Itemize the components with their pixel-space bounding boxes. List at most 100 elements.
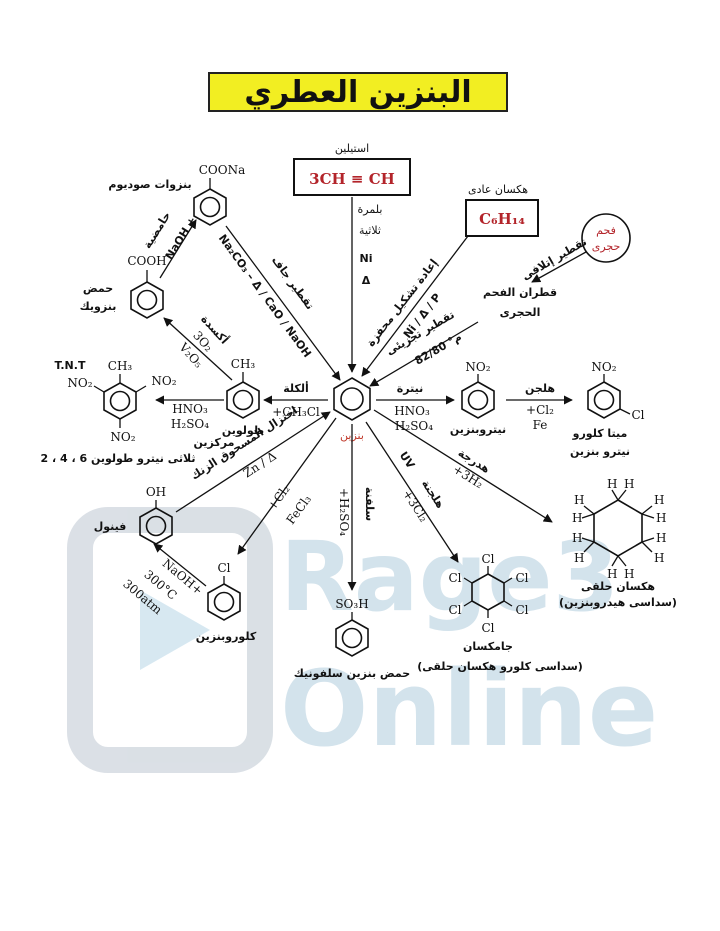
arrow-phenol bbox=[153, 543, 207, 587]
arrow-neutralization bbox=[159, 219, 197, 279]
cond-chlor-1: +Cl₂ bbox=[265, 482, 293, 513]
sodium-benzoate-group: COONa bbox=[199, 163, 246, 177]
chlorobenzene-group: Cl bbox=[217, 561, 230, 575]
sodium-benzoate-label: بنزوات صوديوم bbox=[108, 178, 191, 191]
nitrobenzene-group: NO₂ bbox=[465, 360, 490, 374]
coal-label-2: حجرى bbox=[592, 240, 621, 253]
chlorobenzene-node: Cl كلوروبنزين bbox=[196, 561, 257, 643]
arrow-coal-tar bbox=[369, 321, 479, 387]
cond-trimer-1: بلمرة bbox=[358, 203, 383, 216]
gammexane-cl: Cl bbox=[515, 571, 528, 585]
cyclohexane-h: H bbox=[656, 531, 666, 545]
cyclohexane-h: H bbox=[607, 477, 617, 491]
arrow-hexane bbox=[361, 235, 469, 377]
benzoic-acid-label-1: حمض bbox=[83, 282, 113, 295]
phenol-label: فينول bbox=[94, 520, 127, 533]
cyclohexane-h: H bbox=[574, 493, 584, 507]
sulfonic-label: حمض بنزين سلفونيك bbox=[294, 667, 410, 680]
nitrobenzene-label: نيتروبنزين bbox=[450, 423, 506, 436]
hexane-formula: C₆H₁₄ bbox=[479, 210, 525, 228]
meta-chloro-no2: NO₂ bbox=[591, 360, 616, 374]
cond-sulf-1: سلفنة bbox=[363, 487, 376, 521]
cyclohexane-h: H bbox=[574, 551, 584, 565]
cond-tnt-1: HNO₃ bbox=[172, 402, 208, 416]
cyclohexane-h: H bbox=[607, 567, 617, 581]
sulfonic-node: SO₃H حمض بنزين سلفونيك bbox=[294, 597, 410, 680]
watermark-line1: Rage3 bbox=[280, 521, 619, 633]
phenol-group: OH bbox=[146, 485, 166, 499]
gammexane-label-2: (سداسى كلورو هكسان حلقى) bbox=[417, 660, 583, 673]
toluene-node: CH₃ طولوين bbox=[222, 357, 264, 437]
arrow-oxidation bbox=[163, 317, 233, 381]
tnt-no2-left: NO₂ bbox=[67, 376, 92, 390]
cond-halo-3: Fe bbox=[533, 418, 548, 432]
cyclohexane-h: H bbox=[656, 511, 666, 525]
cond-nitr-2: HNO₃ bbox=[394, 404, 430, 418]
benzoic-acid-group: COOH bbox=[127, 254, 166, 268]
cyclohexane-h: H bbox=[654, 551, 664, 565]
sodium-benzoate-node: COONa بنزوات صوديوم bbox=[108, 163, 246, 226]
watermark: Rage3 Online bbox=[67, 507, 658, 773]
cond-tnt-2: H₂SO₄ bbox=[171, 417, 209, 431]
cond-addcl-1: UV bbox=[397, 449, 418, 471]
cyclohexane-h: H bbox=[624, 477, 634, 491]
acetylene-label: استيلين bbox=[335, 142, 369, 155]
arrow-addition-cl bbox=[365, 421, 459, 563]
arrow-coal bbox=[531, 251, 587, 283]
tnt-no2-right: NO₂ bbox=[151, 374, 176, 388]
toluene-label: طولوين bbox=[222, 424, 264, 437]
arrow-reduction bbox=[175, 411, 331, 513]
tnt-ch3: CH₃ bbox=[108, 359, 133, 373]
gammexane-cl: Cl bbox=[448, 571, 461, 585]
meta-chloro-cl: Cl bbox=[631, 408, 644, 422]
chlorobenzene-label: كلوروبنزين bbox=[196, 630, 257, 643]
cyclohexane-node: H H H H H H H H H H H H هكسان حلقى (سداس… bbox=[559, 477, 677, 609]
page-title: البنزين العطري bbox=[208, 72, 508, 112]
sulfonic-group: SO₃H bbox=[335, 597, 368, 611]
cond-halo-2: +Cl₂ bbox=[526, 403, 554, 417]
cyclohexane-h: H bbox=[572, 511, 582, 525]
tnt-label: 2 ، 4 ، 6 ثلاثى نيترو طولوين bbox=[41, 452, 196, 465]
tnt-node: CH₃ NO₂ NO₂ NO₂ T.N.T 2 ، 4 ، 6 ثلاثى ني… bbox=[41, 359, 196, 465]
cond-alkyl-1: ألكلة bbox=[283, 381, 308, 395]
acetylene-formula: 3CH ≡ CH bbox=[309, 170, 395, 188]
cond-tnt-3: مركزين bbox=[194, 436, 235, 449]
arrow-decarboxylation bbox=[225, 225, 341, 381]
cond-trimer-heat: Δ bbox=[362, 274, 371, 287]
meta-chloro-node: NO₂ Cl ميتا كلورو نيترو بنزين bbox=[570, 360, 645, 458]
gammexane-node: Cl Cl Cl Cl Cl Cl جامكسان (سداسى كلورو ه… bbox=[417, 552, 583, 673]
gammexane-cl: Cl bbox=[481, 621, 494, 635]
cyclohexane-label-1: هكسان حلقى bbox=[581, 580, 655, 593]
hexane-label: هكسان عادى bbox=[468, 183, 528, 196]
cond-nitr-1: نيترة bbox=[397, 382, 423, 395]
gammexane-cl: Cl bbox=[481, 552, 494, 566]
cond-trimer-cat: Ni bbox=[360, 252, 373, 265]
cyclohexane-h: H bbox=[624, 567, 634, 581]
cyclohexane-h: H bbox=[572, 531, 582, 545]
benzoic-acid-label-2: بنزويك bbox=[80, 300, 117, 313]
hexane-node: هكسان عادى C₆H₁₄ bbox=[465, 183, 539, 237]
cond-destructive: تقطير إتلافى bbox=[520, 235, 589, 283]
arrow-hydrogenation bbox=[373, 409, 553, 523]
meta-chloro-label-1: ميتا كلورو bbox=[572, 427, 628, 440]
cond-trimer-2: ثلاثية bbox=[359, 224, 381, 237]
gammexane-cl: Cl bbox=[515, 603, 528, 617]
cond-reduct-2: Zn / Δ bbox=[241, 449, 279, 481]
meta-chloro-label-2: نيترو بنزين bbox=[570, 445, 630, 458]
cond-alkyl-2: +CH₃Cl bbox=[272, 405, 320, 419]
tnt-no2-bottom: NO₂ bbox=[110, 430, 135, 444]
coal-label-1: فحم bbox=[596, 224, 616, 237]
watermark-line2: Online bbox=[280, 648, 658, 770]
coaltar-label-1: قطران الفحم bbox=[483, 286, 557, 299]
acetylene-node: استيلين 3CH ≡ CH bbox=[293, 142, 411, 196]
tnt-name: T.N.T bbox=[55, 359, 86, 372]
toluene-group: CH₃ bbox=[231, 357, 256, 371]
nitrobenzene-node: NO₂ نيتروبنزين bbox=[450, 360, 506, 436]
cyclohexane-label-2: (سداسى هيدروبنزين) bbox=[559, 596, 677, 609]
coaltar-label-2: الحجرى bbox=[500, 306, 541, 319]
benzoic-acid-node: COOH حمض بنزويك bbox=[80, 254, 167, 319]
coal-node: فحم حجرى bbox=[581, 213, 631, 263]
gammexane-cl: Cl bbox=[448, 603, 461, 617]
phenol-node: OH فينول bbox=[94, 485, 173, 545]
